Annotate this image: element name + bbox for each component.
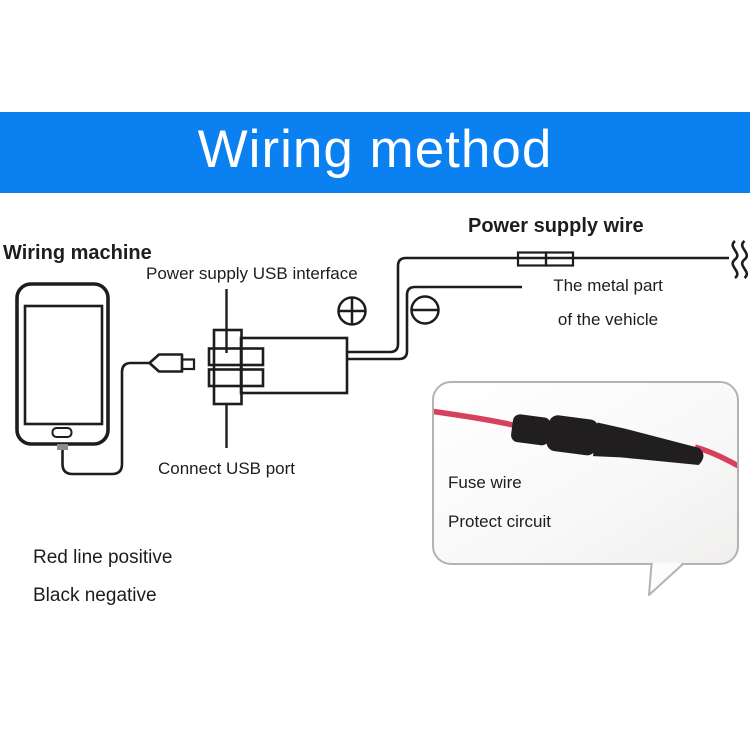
- title-banner: Wiring method: [0, 112, 750, 193]
- ground-wire-line: [347, 285, 522, 361]
- red-line-positive-label: Red line positive: [33, 547, 173, 568]
- speech-bubble-tail: [648, 563, 684, 596]
- power-supply-usb-interface-label: Power supply USB interface: [146, 264, 358, 283]
- fuse-wire-label: Fuse wire: [448, 473, 522, 492]
- speech-bubble: [432, 381, 739, 596]
- metal-part-label: The metal part of the vehicle: [538, 276, 678, 329]
- black-negative-label: Black negative: [33, 585, 157, 606]
- metal-part-line2: of the vehicle: [557, 309, 659, 329]
- minus-terminal-icon: [410, 295, 440, 325]
- protect-circuit-label: Protect circuit: [448, 512, 551, 531]
- page-title: Wiring method: [197, 120, 553, 179]
- connect-usb-port-label: Connect USB port: [158, 459, 296, 478]
- fuse-holder-photo: [434, 408, 737, 471]
- fuse-symbol: [516, 251, 575, 267]
- usb-cable: [61, 361, 150, 476]
- power-supply-wire-line: [347, 239, 749, 354]
- phone-connector-nub: [57, 444, 68, 450]
- power-supply-wire-label: Power supply wire: [468, 215, 644, 237]
- wiring-machine-label: Wiring machine: [3, 242, 152, 264]
- wire-break-icon: [731, 239, 749, 280]
- plus-terminal-icon: [337, 296, 367, 326]
- usb-module: [207, 328, 349, 406]
- inline-fuse-holder: [511, 414, 704, 466]
- phone-illustration: [15, 282, 110, 450]
- micro-usb-plug-icon: [148, 353, 196, 373]
- metal-part-line1: The metal part: [553, 276, 663, 295]
